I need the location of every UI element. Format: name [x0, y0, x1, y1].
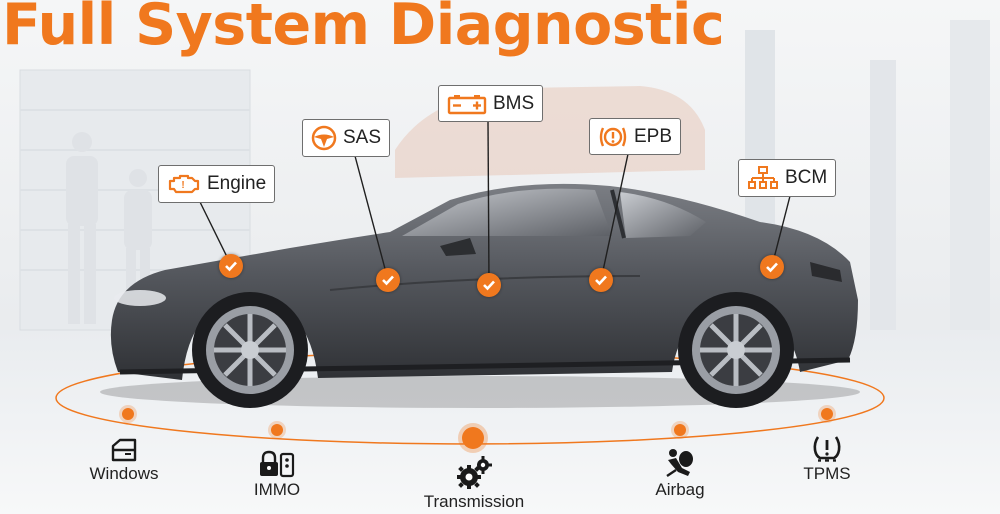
- tpms-ring-dot: [821, 408, 833, 420]
- system-tpms-label: TPMS: [803, 464, 851, 483]
- callout-epb: EPB: [589, 118, 682, 155]
- front-wheel: [192, 292, 308, 408]
- callout-bcm: BCM: [738, 159, 837, 197]
- airbag-icon: [666, 449, 693, 477]
- system-airbag-label: Airbag: [655, 480, 705, 499]
- system-transmission: Transmission: [409, 456, 539, 512]
- callout-engine-label: Engine: [207, 173, 267, 194]
- epb-check-icon: [589, 268, 613, 292]
- system-tpms: TPMS: [762, 428, 892, 484]
- network-hierarchy-icon: [748, 166, 778, 189]
- system-airbag: Airbag: [615, 444, 745, 500]
- callout-bms: BMS: [438, 85, 544, 122]
- sas-check-icon: [376, 268, 400, 292]
- system-windows-label: Windows: [89, 464, 159, 483]
- callout-bms-label: BMS: [493, 92, 535, 114]
- immo-ring-dot: [271, 424, 283, 436]
- battery-icon: [447, 94, 487, 114]
- system-transmission-label: Transmission: [423, 492, 525, 511]
- callout-sas-label: SAS: [343, 127, 382, 148]
- steering-wheel-icon: [311, 125, 337, 151]
- tire-pressure-icon: [813, 436, 841, 462]
- transmission-ring-dot: [462, 427, 484, 449]
- airbag-ring-dot: [674, 424, 686, 436]
- callout-engine: ! Engine: [158, 165, 276, 203]
- engine-check-icon: [219, 254, 243, 278]
- gears-icon: [457, 456, 492, 489]
- svg-text:!: !: [181, 180, 184, 191]
- rear-wheel: [678, 292, 794, 408]
- window-icon: [111, 438, 137, 462]
- windows-ring-dot: [122, 408, 134, 420]
- system-windows: Windows: [59, 428, 189, 484]
- parking-brake-icon: [599, 127, 627, 146]
- callout-sas: SAS: [302, 119, 391, 157]
- page-title: Full System Diagnostic: [2, 0, 725, 58]
- engine-warning-icon: !: [168, 174, 200, 194]
- callout-epb-label: EPB: [634, 125, 673, 147]
- bcm-check-icon: [760, 255, 784, 279]
- bms-check-icon: [477, 273, 501, 297]
- immobilizer-icon: [260, 450, 295, 478]
- system-immo-label: IMMO: [253, 480, 301, 499]
- callout-bcm-label: BCM: [785, 167, 828, 188]
- system-immo: IMMO: [212, 444, 342, 500]
